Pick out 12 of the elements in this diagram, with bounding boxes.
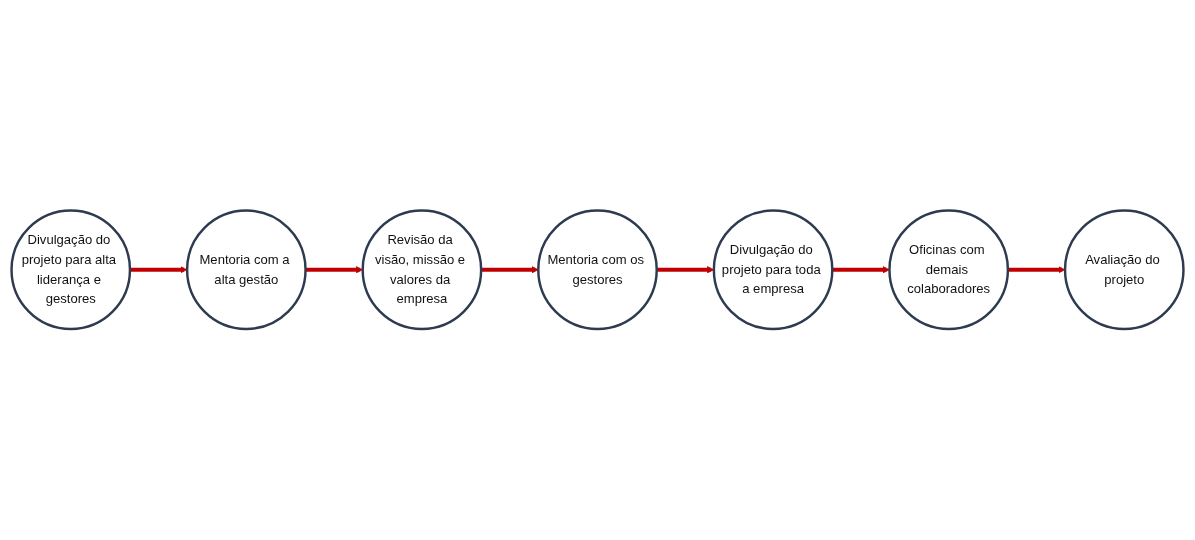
arrow: [656, 266, 715, 274]
node-circle: Divulgação do projeto para toda a empresa: [712, 209, 834, 331]
arrow: [1007, 266, 1066, 274]
arrow: [129, 266, 188, 274]
node-circle: Mentoria com a alta gestão: [185, 209, 307, 331]
node-circle: Oficinas com demais colaboradores: [888, 209, 1010, 331]
arrow: [832, 266, 890, 274]
node-circle: Mentoria com os gestores: [537, 209, 658, 331]
node-circle: Revisão da visão, missão e valores da empresa: [361, 209, 483, 331]
node-circle: Divulgação do projeto para alta liderança e gestores: [10, 209, 132, 331]
arrow: [481, 266, 539, 274]
node-circle: Avaliação do projeto: [1063, 209, 1185, 331]
